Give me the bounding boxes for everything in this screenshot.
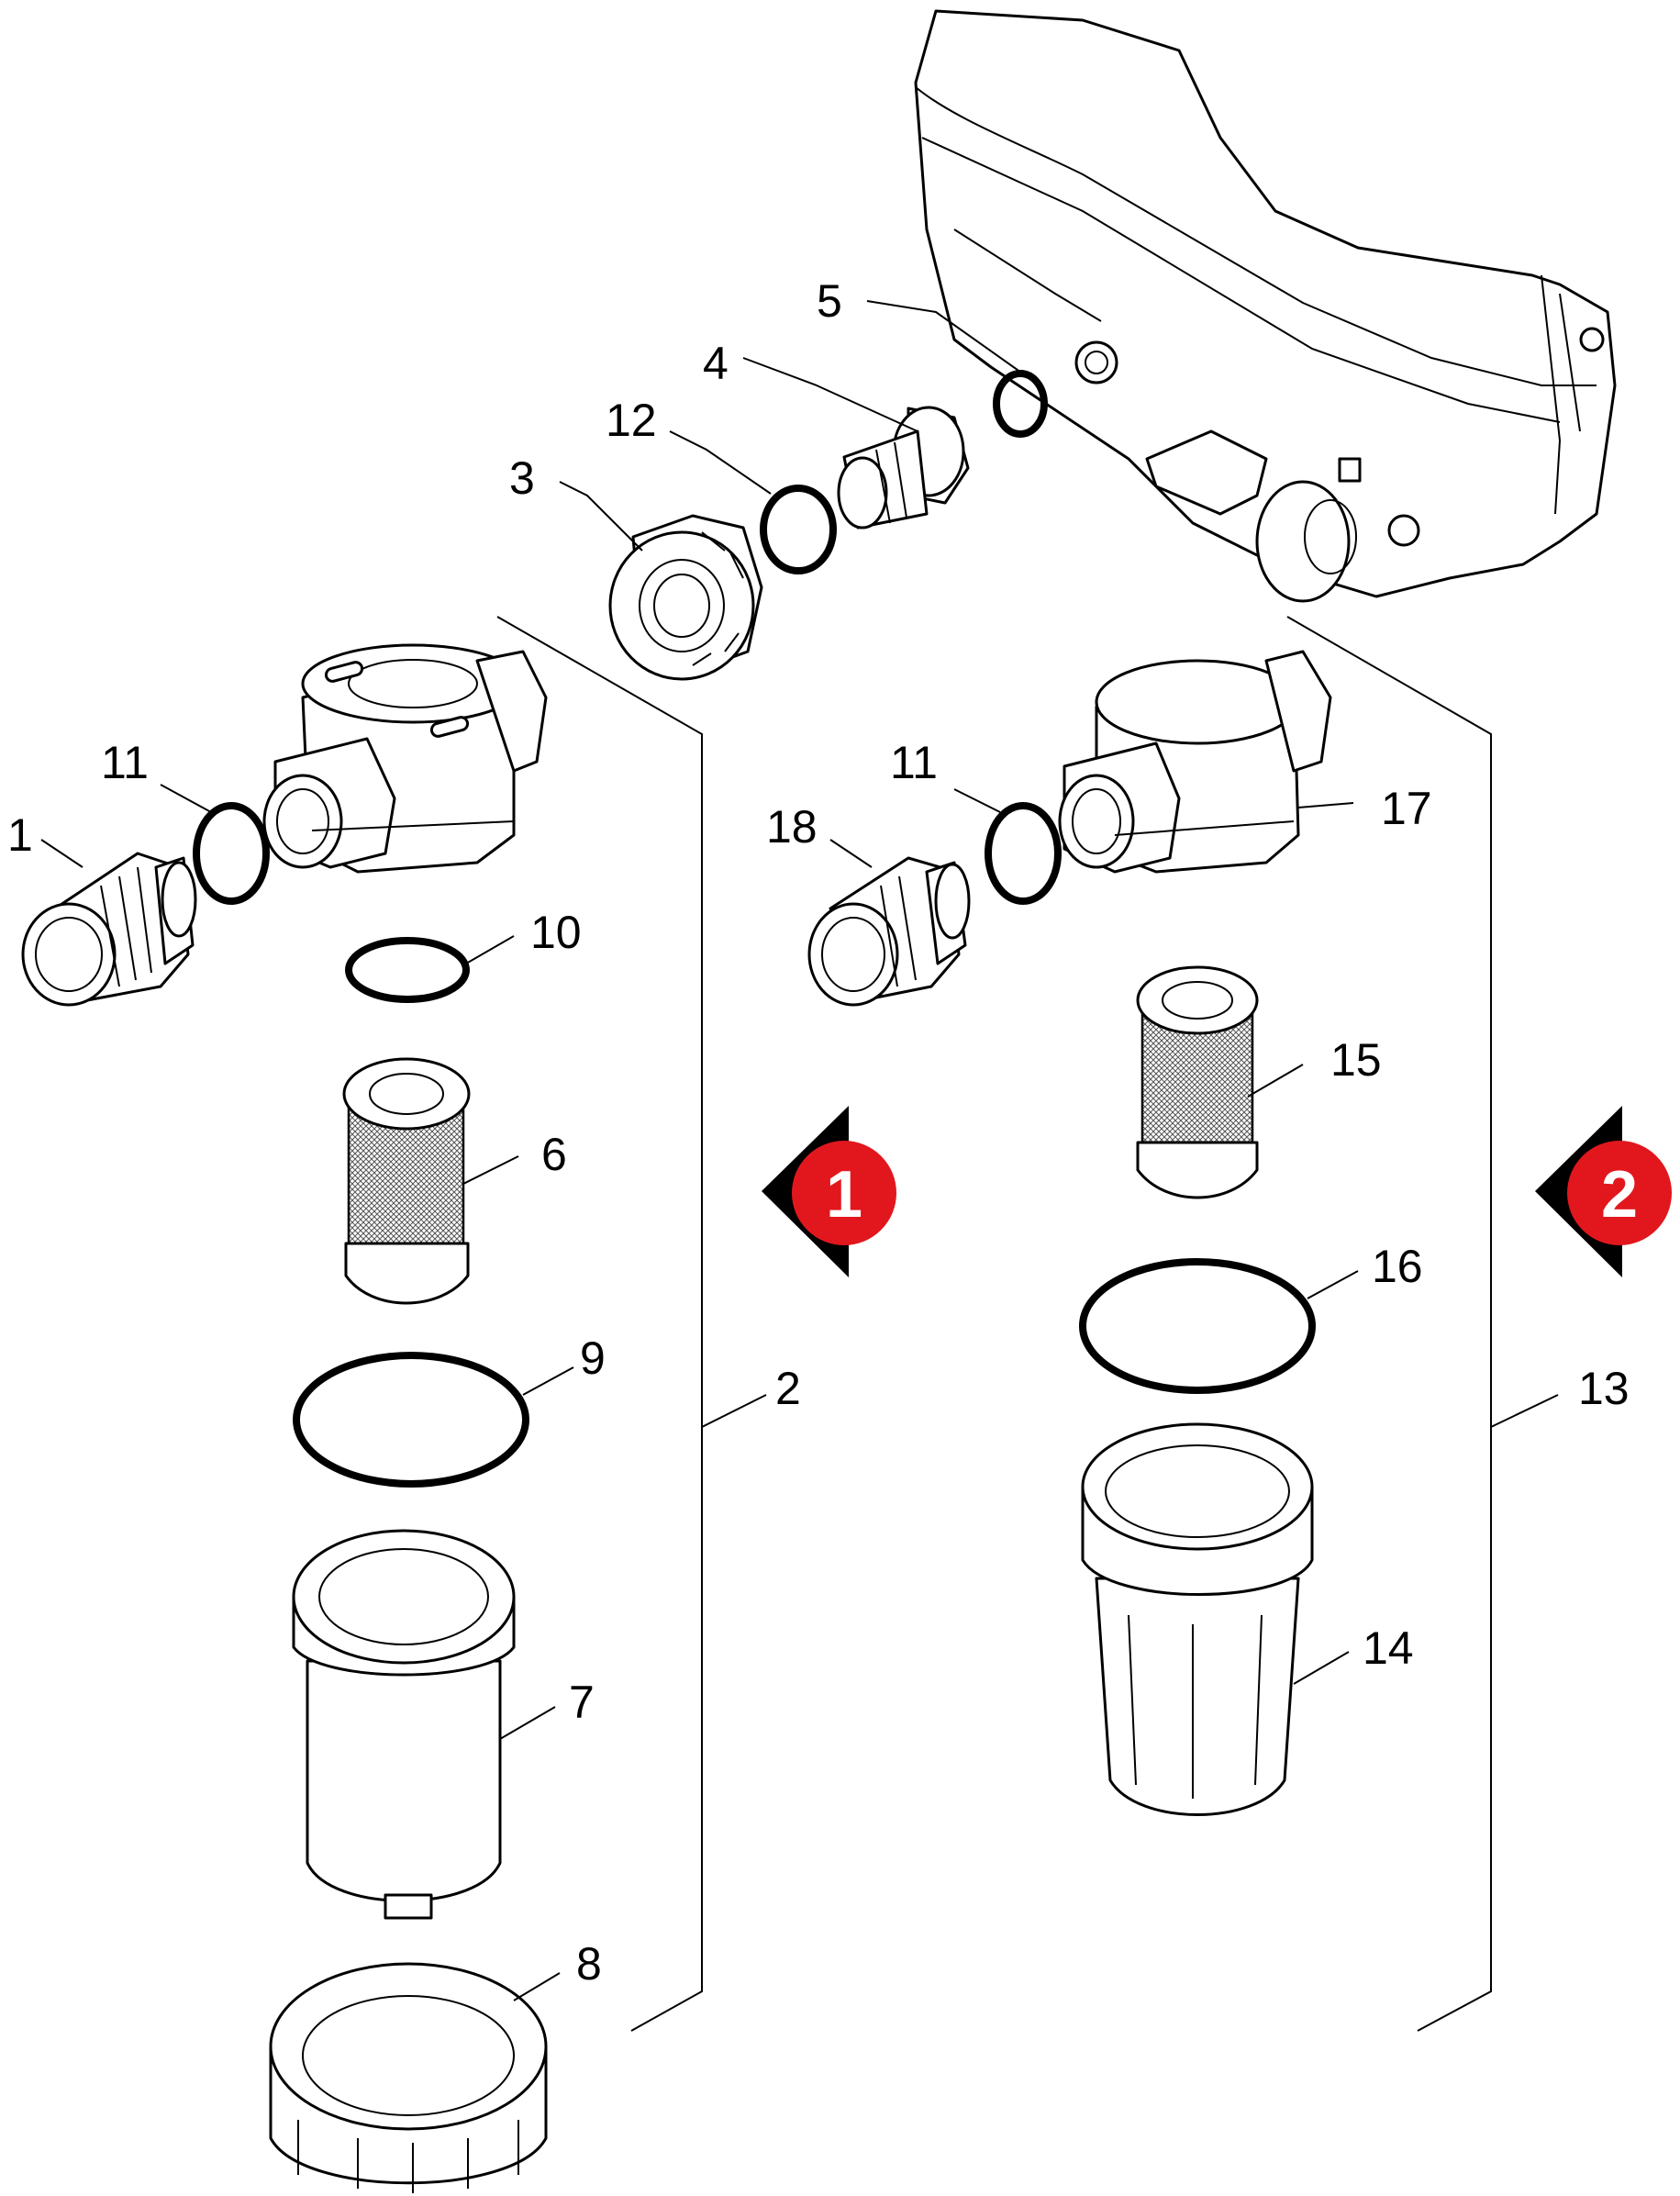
filter-housing-left	[262, 643, 548, 874]
callout-13: 13	[1578, 1363, 1630, 1414]
part-5-o-ring	[866, 300, 1048, 438]
part-3-union-nut	[559, 481, 763, 681]
callout-10: 10	[530, 907, 582, 958]
callout-12: 12	[606, 395, 657, 446]
callout-8: 8	[576, 1938, 602, 1990]
callout-11-right: 11	[890, 737, 938, 788]
part-11-o-ring-left	[160, 784, 270, 905]
callout-17: 17	[1381, 783, 1432, 834]
part-10-o-ring	[345, 935, 515, 1003]
section-marker-2[interactable]: 2	[1535, 1106, 1672, 1277]
callout-4: 4	[703, 338, 729, 389]
part-9-o-ring	[293, 1352, 574, 1488]
callout-15: 15	[1330, 1034, 1382, 1086]
callout-1: 1	[7, 809, 33, 861]
part-1-threaded-fitting	[21, 839, 197, 1007]
callout-9: 9	[580, 1332, 606, 1384]
callout-2: 2	[775, 1363, 801, 1414]
part-16-o-ring	[1079, 1258, 1359, 1394]
part-8-ring-nut	[269, 1962, 561, 2193]
part-4-hose-nipple	[742, 357, 970, 529]
part-18-threaded-fitting	[807, 839, 971, 1007]
section-marker-2-label: 2	[1601, 1158, 1638, 1232]
part-14-filter-bowl	[1081, 1422, 1350, 1816]
part-6-filter-insert	[342, 1057, 519, 1305]
callout-18: 18	[766, 801, 818, 853]
callout-labels: 1 2 3 4 5 6 7 8 9 10 11 11 12 13 14 15 1…	[7, 275, 1630, 1990]
part-17-filter-housing	[1058, 650, 1354, 874]
part-15-filter-insert	[1136, 965, 1304, 1199]
group-bracket-2	[496, 616, 767, 2032]
callout-11-left: 11	[101, 737, 149, 788]
callout-14: 14	[1363, 1622, 1414, 1674]
section-marker-1[interactable]: 1	[762, 1106, 896, 1277]
group-bracket-13	[1286, 616, 1559, 2032]
callout-3: 3	[509, 452, 535, 504]
part-12-o-ring	[669, 430, 837, 574]
callout-5: 5	[817, 275, 842, 327]
callout-6: 6	[541, 1129, 567, 1180]
part-11-o-ring-right	[953, 788, 1062, 905]
callout-16: 16	[1372, 1241, 1423, 1292]
part-7-filter-bowl	[292, 1529, 556, 1920]
machine-tank	[914, 9, 1617, 603]
callout-7: 7	[569, 1677, 595, 1728]
section-marker-1-label: 1	[826, 1158, 862, 1232]
